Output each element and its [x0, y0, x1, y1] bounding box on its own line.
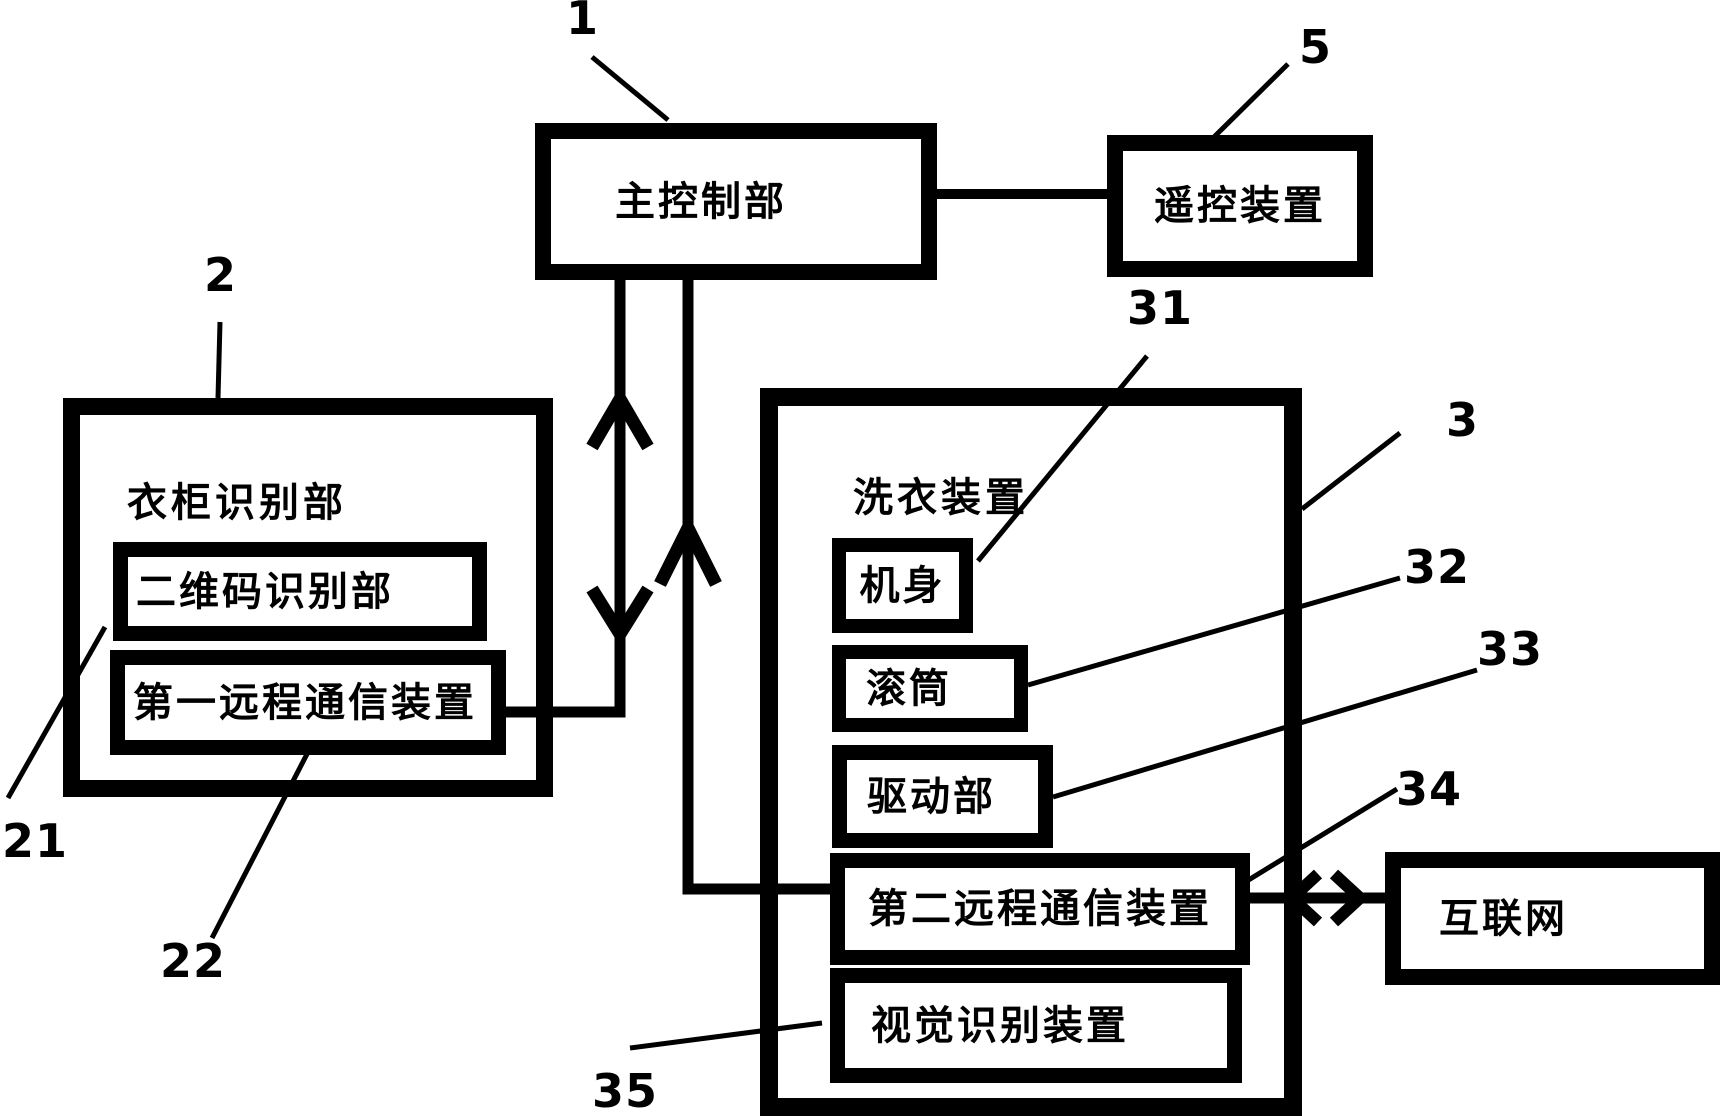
- second-remote-comm-label: 第二远程通信装置: [868, 886, 1212, 932]
- visual-recognition-box: 视觉识别装置: [830, 968, 1242, 1083]
- visual-recognition-label: 视觉识别装置: [871, 1002, 1129, 1049]
- second-remote-comm-box: 第二远程通信装置: [830, 853, 1250, 965]
- internet-label: 互联网: [1439, 895, 1568, 942]
- internet-box: 互联网: [1385, 852, 1720, 985]
- remote-control-box: 遥控装置: [1107, 135, 1373, 277]
- first-remote-comm-label: 第一远程通信装置: [133, 679, 477, 726]
- ref-numeral-2: 2: [204, 248, 238, 302]
- up-arrowhead-icon: [586, 386, 654, 451]
- first-remote-comm-box: 第一远程通信装置: [110, 650, 506, 755]
- ref-numeral-34: 34: [1396, 762, 1463, 816]
- wardrobe-recognition-box: 衣柜识别部 二维码识别部 第一远程通信装置: [63, 398, 553, 797]
- leader-3: [1300, 431, 1402, 511]
- right-arrowhead-icon: [1329, 869, 1369, 927]
- ref-numeral-21: 21: [2, 814, 69, 868]
- up-arrowhead2-icon: [654, 513, 722, 587]
- wardrobe-recognition-title: 衣柜识别部: [127, 480, 347, 526]
- leader-2: [215, 321, 223, 399]
- washing-device-title: 洗衣装置: [853, 475, 1029, 521]
- ref-numeral-3: 3: [1446, 393, 1480, 447]
- leader-5: [1212, 62, 1290, 139]
- drum-label: 滚筒: [866, 665, 952, 712]
- washing-device-box: 洗衣装置 机身 滚筒 驱动部 第二远程通信装置 视觉识别装置: [760, 388, 1302, 1116]
- remote-control-label: 遥控装置: [1154, 183, 1326, 229]
- ref-numeral-22: 22: [160, 934, 227, 988]
- ref-numeral-35: 35: [592, 1064, 659, 1116]
- ref-numeral-5: 5: [1299, 20, 1333, 74]
- ref-numeral-32: 32: [1404, 540, 1471, 594]
- qr-code-recognition-label: 二维码识别部: [136, 568, 394, 615]
- machine-body-box: 机身: [832, 538, 973, 633]
- down-arrowhead-icon: [586, 585, 654, 647]
- ref-numeral-33: 33: [1477, 622, 1544, 676]
- ref-numeral-1: 1: [566, 0, 600, 45]
- leader-1: [590, 55, 670, 122]
- ref-numeral-31: 31: [1127, 281, 1194, 335]
- drum-box: 滚筒: [832, 645, 1028, 732]
- machine-body-label: 机身: [859, 562, 946, 609]
- qr-code-recognition-box: 二维码识别部: [113, 542, 487, 641]
- drive-unit-label: 驱动部: [867, 773, 996, 820]
- main-control-box: 主控制部: [535, 123, 937, 280]
- drive-unit-box: 驱动部: [832, 745, 1053, 848]
- main-control-label: 主控制部: [615, 178, 787, 225]
